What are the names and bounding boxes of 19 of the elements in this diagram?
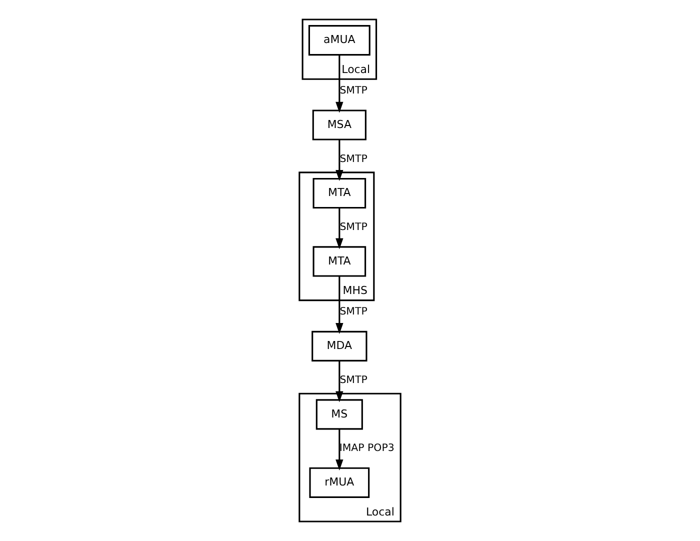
node-box: MDA bbox=[312, 330, 368, 362]
edge-label: SMTP bbox=[340, 222, 368, 234]
edge-label: IMAP POP3 bbox=[339, 443, 394, 454]
node-box: aMUA bbox=[308, 25, 370, 56]
arrow bbox=[336, 276, 344, 334]
node-box: rMUA bbox=[309, 467, 370, 498]
arrow bbox=[336, 208, 344, 250]
node-box: MSA bbox=[312, 110, 366, 140]
edge-label: SMTP bbox=[340, 306, 368, 318]
arrow bbox=[336, 54, 344, 113]
node-box: MS bbox=[316, 399, 363, 430]
edge-label: SMTP bbox=[340, 374, 368, 386]
arrow bbox=[336, 429, 344, 470]
node-box: MTA bbox=[312, 178, 366, 209]
node-box: MTA bbox=[312, 246, 366, 277]
arrow bbox=[336, 360, 344, 402]
edge-label: SMTP bbox=[340, 86, 368, 97]
arrow bbox=[336, 140, 344, 182]
edge-label: SMTP bbox=[340, 154, 368, 165]
